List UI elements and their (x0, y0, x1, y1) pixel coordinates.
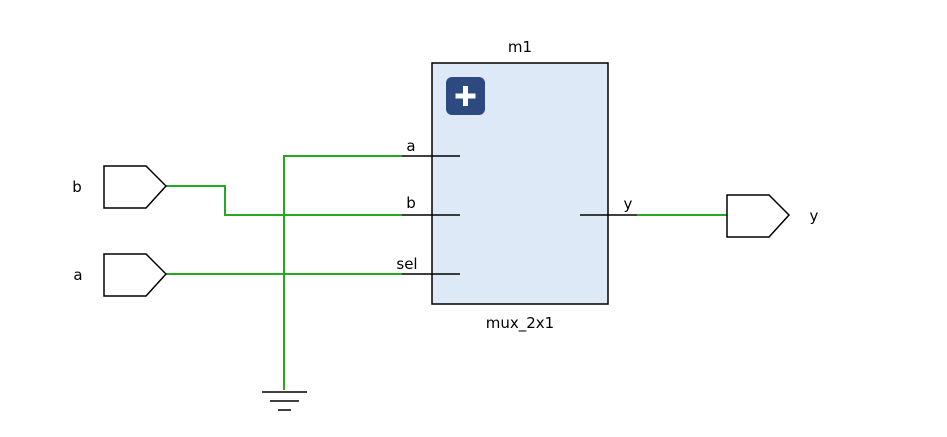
plus-icon (455, 86, 476, 106)
input-port-b-label: b (72, 178, 82, 196)
pin-y-label: y (624, 195, 633, 213)
input-port-b[interactable]: b (72, 165, 168, 209)
ground-icon[interactable] (262, 391, 307, 411)
output-port-y-label: y (810, 207, 819, 225)
pin-a-label: a (406, 137, 415, 155)
pin-b-label: b (406, 194, 416, 212)
expand-button[interactable] (446, 77, 485, 115)
input-port-a[interactable]: a (73, 253, 168, 297)
input-port-a-label: a (73, 266, 82, 284)
input-port-b-shape[interactable] (103, 165, 168, 209)
wire-b-to-b[interactable] (166, 185, 402, 216)
input-port-a-shape[interactable] (103, 253, 168, 297)
mux-block[interactable]: m1 mux_2x1 a b sel y (396, 38, 637, 333)
wires (166, 155, 727, 390)
block-module-name: mux_2x1 (486, 314, 554, 333)
wire-ground-to-a[interactable] (283, 155, 402, 390)
output-port-y[interactable]: y (726, 194, 819, 238)
pin-sel-label: sel (396, 255, 417, 273)
output-port-y-shape[interactable] (726, 194, 791, 238)
block-instance-name: m1 (508, 38, 532, 56)
